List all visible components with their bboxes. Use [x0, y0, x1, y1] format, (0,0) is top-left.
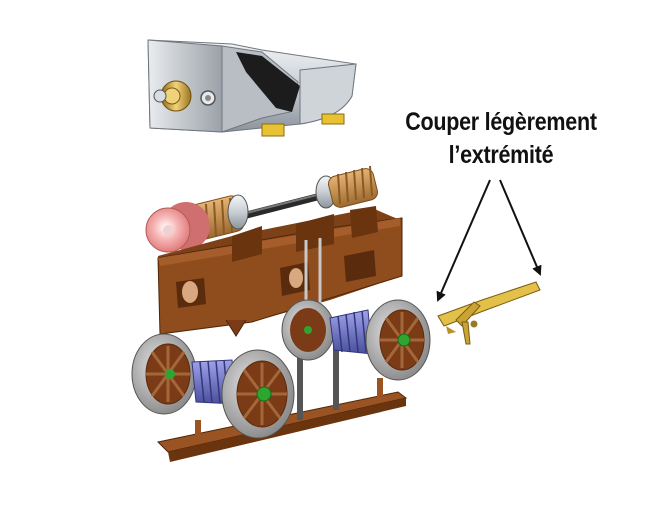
gearbox-frame	[157, 206, 403, 337]
callout-arrows	[436, 179, 542, 302]
pink-roller	[145, 202, 210, 253]
trim-instruction-label: Couper légèrement l’extrémité	[390, 106, 612, 172]
front-left-wheel	[131, 333, 197, 415]
front-axle	[131, 333, 295, 439]
instruction-line-1: Couper légèrement	[405, 108, 597, 136]
arrow-to-left-tip	[436, 179, 491, 302]
rear-left-wheel	[281, 299, 335, 361]
worm-shaft-assembly	[145, 165, 378, 253]
rear-right-wheel	[365, 299, 431, 381]
worm-gear-right	[315, 165, 378, 209]
rear-pinion-gear	[329, 309, 373, 355]
motor-housing	[147, 39, 357, 137]
front-right-wheel	[221, 349, 295, 439]
arrow-to-right-tip	[499, 179, 542, 276]
brass-bracket-part	[437, 281, 541, 345]
instruction-line-2: l’extrémité	[448, 141, 554, 169]
rear-axle	[281, 299, 431, 381]
